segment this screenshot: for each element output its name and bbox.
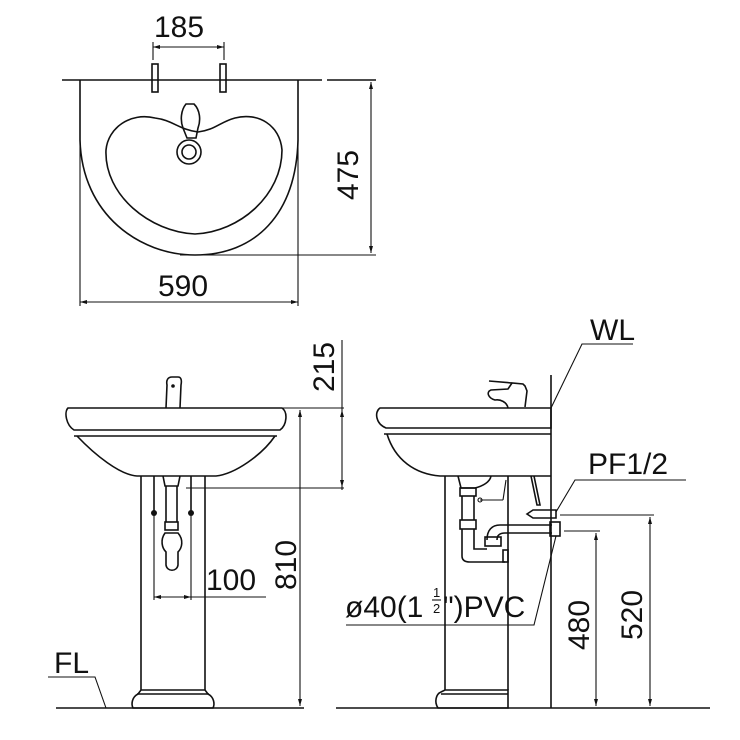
label-drain-suffix: ")PVC xyxy=(443,591,525,624)
side-view: WL PF1/2 ø40(1 xyxy=(336,314,710,709)
label-wall-line: WL xyxy=(590,314,635,347)
dim-drain-height: 480 xyxy=(563,600,596,650)
label-floor-level: FL xyxy=(54,647,89,680)
dim-supply-height: 520 xyxy=(616,590,649,640)
dim-supply-spacing: 100 xyxy=(206,564,256,597)
dim-depth: 475 xyxy=(332,150,365,200)
dim-tap-height: 215 xyxy=(308,342,341,392)
dim-tap-spacing: 185 xyxy=(154,11,204,44)
label-drain-prefix: ø40(1 xyxy=(345,591,423,624)
label-drain-frac-den: 2 xyxy=(433,601,440,616)
dim-width: 590 xyxy=(158,270,208,303)
dim-rim-height: 810 xyxy=(270,540,303,590)
label-drain-frac-num: 1 xyxy=(433,585,440,600)
top-view: 185 475 590 xyxy=(62,11,376,306)
front-view: 215 810 100 FL xyxy=(48,340,344,709)
label-supply-fitting: PF1/2 xyxy=(588,448,668,481)
